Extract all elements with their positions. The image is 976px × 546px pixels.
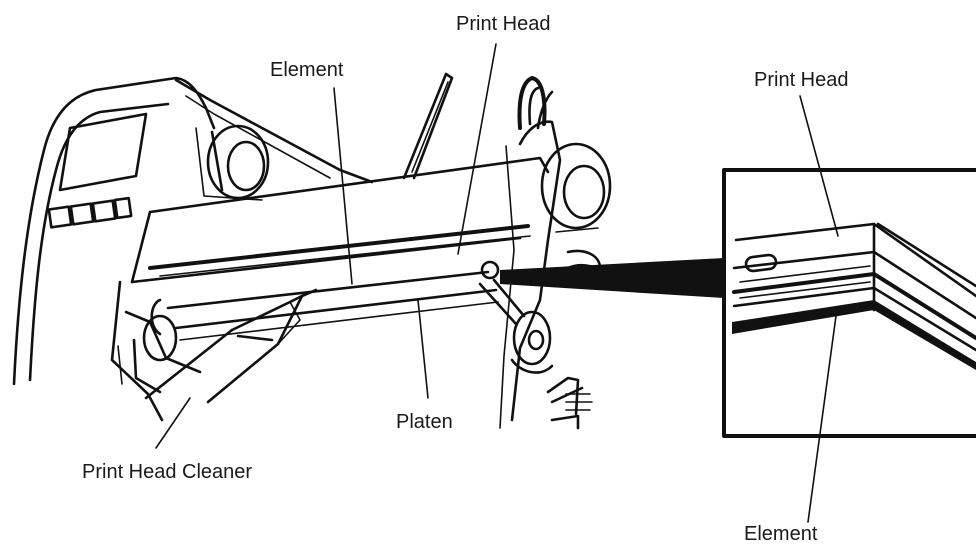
zoom-connector-wedge [500,258,724,298]
printer-top-frame [174,78,374,184]
printer-top-frame-inner [185,95,331,179]
leader-platen [417,299,429,399]
left-mechanism [117,314,178,394]
leader-print-head-right [799,95,839,237]
inset-frame [722,168,976,438]
printer-illustration [12,72,612,430]
printer-housing-outline [12,76,216,386]
leader-element-left [333,87,353,285]
closeup-head-slot [744,253,778,273]
label-print-head-top: Print Head [456,13,551,35]
platen-roller [150,270,499,341]
print-head-assembly-face [130,210,152,284]
print-head-assembly-top [148,156,550,214]
label-guide-bracket [546,376,593,430]
label-platen: Platen [396,411,453,433]
label-element-left: Element [270,59,344,81]
leader-print-head-cleaner [155,397,191,449]
print-head-closeup-inset [722,168,976,438]
leader-print-head-top [457,43,497,255]
print-head-lower-edge [148,224,530,270]
head-release-lever [402,72,454,180]
head-latch-linkage [478,260,554,374]
leader-element-bottom [807,315,837,523]
closeup-element-band [732,300,976,370]
label-print-head-cleaner: Print Head Cleaner [82,461,252,483]
keypad-buttons [47,196,133,229]
ribbon-spindle [517,76,554,130]
lower-housing-front [124,310,202,374]
leader-lines [155,43,839,523]
lower-housing [110,280,164,422]
print-head-element-line [159,235,531,277]
printer-housing-inner [28,102,170,382]
print-head-assembly-bottom [130,236,522,284]
print-head-cleaner-pen [144,288,318,404]
label-element-bottom: Element [744,523,818,545]
label-print-head-right: Print Head [754,69,849,91]
display-panel [58,112,148,192]
